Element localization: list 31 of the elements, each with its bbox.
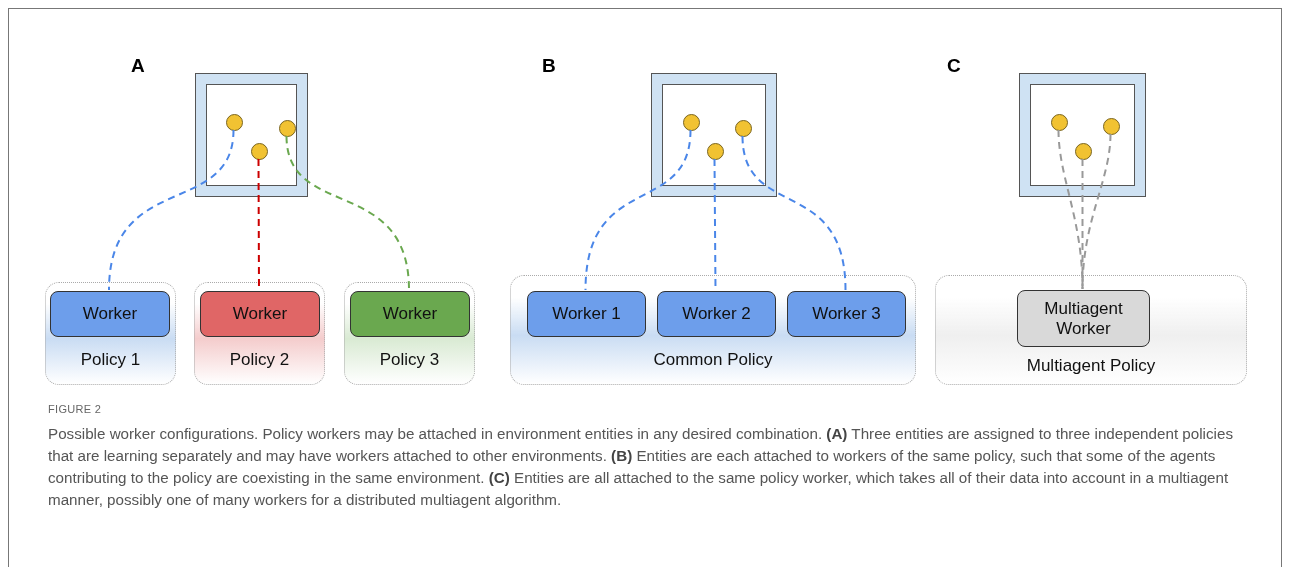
- policy-label: Common Policy: [653, 350, 773, 370]
- worker-box: Multiagent Worker: [1017, 290, 1150, 347]
- dashed-connector: [285, 135, 410, 291]
- policy-label: Policy 1: [80, 350, 141, 370]
- panel-letter: C: [947, 55, 961, 77]
- dashed-connector: [584, 129, 692, 291]
- policy-panel: [194, 282, 325, 385]
- panel-letter: A: [131, 55, 145, 77]
- dashed-connector: [1057, 129, 1084, 290]
- dashed-connector: [741, 135, 847, 291]
- environment-box: [651, 73, 777, 197]
- worker-box: Worker 2: [657, 291, 776, 337]
- worker-box: Worker: [50, 291, 170, 337]
- worker-box: Worker 1: [527, 291, 646, 337]
- figure-number: FIGURE 2: [48, 403, 102, 415]
- caption-text: Possible worker configurations. Policy workers may be attached in environment entities in any desired combination. (A) Three entities are assigned to three independent policies that are learning separately and may have workers attached to other environments. (B) Entities are each attached to workers of the same policy, such that some of the agents contributing to the policy are coexisting in the same environment. (C) Entities are all attached to the same policy worker, which takes all of their data into account in a multiagent manner, possibly one of many workers for a distributed multiagent algorithm.: [48, 424, 1234, 510]
- policy-label: Policy 2: [229, 350, 290, 370]
- policy-panel: [45, 282, 176, 385]
- policy-panel: [935, 275, 1247, 385]
- dashed-connector: [108, 129, 235, 291]
- panel-letter: B: [542, 55, 556, 77]
- dashed-connector: [1081, 133, 1112, 290]
- environment-box: [195, 73, 308, 197]
- environment-box: [1019, 73, 1146, 197]
- policy-label: Multiagent Policy: [1026, 356, 1156, 376]
- policy-label: Policy 3: [379, 350, 440, 370]
- worker-box: Worker 3: [787, 291, 906, 337]
- policy-panel: [344, 282, 475, 385]
- policy-panel: [510, 275, 916, 385]
- worker-box: Worker: [200, 291, 320, 337]
- worker-box: Worker: [350, 291, 470, 337]
